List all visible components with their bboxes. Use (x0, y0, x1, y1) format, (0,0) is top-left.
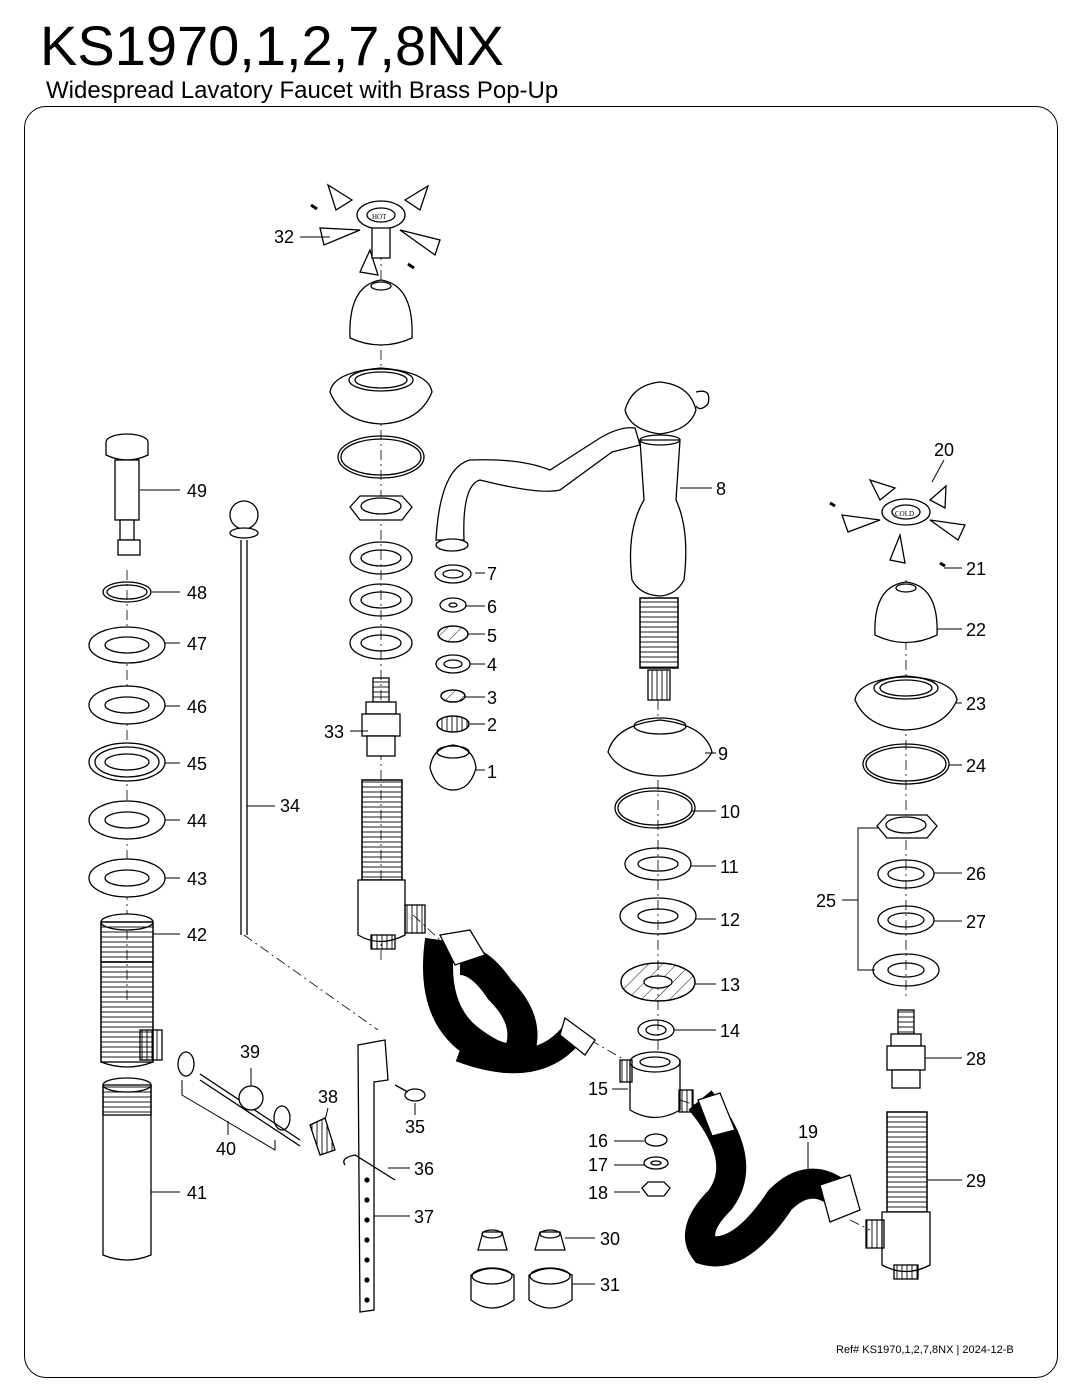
callout-16: 16 (588, 1131, 608, 1151)
callout-45: 45 (187, 754, 207, 774)
callout-21: 21 (966, 559, 986, 579)
callout-18: 18 (588, 1183, 608, 1203)
callout-27: 27 (966, 912, 986, 932)
callout-38: 38 (318, 1087, 338, 1107)
callout-42: 42 (187, 925, 207, 945)
callout-32: 32 (274, 227, 294, 247)
cold-mark: COLD (895, 510, 914, 518)
callout-40: 40 (216, 1139, 236, 1159)
callout-43: 43 (187, 869, 207, 889)
callout-numbers: 1 2 3 4 5 6 7 8 9 10 11 12 13 14 15 16 1… (187, 227, 986, 1295)
callout-46: 46 (187, 697, 207, 717)
callout-23: 23 (966, 694, 986, 714)
callout-15: 15 (588, 1079, 608, 1099)
callout-26: 26 (966, 864, 986, 884)
callout-13: 13 (720, 975, 740, 995)
callout-17: 17 (588, 1155, 608, 1175)
reference-number: Ref# KS1970,1,2,7,8NX | 2024-12-B (836, 1344, 1014, 1356)
callout-4: 4 (487, 655, 497, 675)
callout-12: 12 (720, 910, 740, 930)
callout-10: 10 (720, 802, 740, 822)
callout-24: 24 (966, 756, 986, 776)
callout-3: 3 (487, 688, 497, 708)
diagram-frame (24, 106, 1058, 1378)
left-cross-handle (310, 183, 441, 276)
callout-8: 8 (716, 479, 726, 499)
callout-31: 31 (600, 1275, 620, 1295)
callout-6: 6 (487, 597, 497, 617)
callout-44: 44 (187, 811, 207, 831)
callout-1: 1 (487, 762, 497, 782)
callout-33: 33 (324, 722, 344, 742)
callout-49: 49 (187, 481, 207, 501)
callout-28: 28 (966, 1049, 986, 1069)
callout-35: 35 (405, 1117, 425, 1137)
callout-37: 37 (414, 1207, 434, 1227)
callout-7: 7 (487, 564, 497, 584)
callout-41: 41 (187, 1183, 207, 1203)
callout-47: 47 (187, 634, 207, 654)
callout-30: 30 (600, 1229, 620, 1249)
callout-9: 9 (718, 744, 728, 764)
callout-36: 36 (414, 1159, 434, 1179)
callout-29: 29 (966, 1171, 986, 1191)
right-cross-handle (829, 478, 966, 568)
callout-5: 5 (487, 626, 497, 646)
callout-19: 19 (798, 1122, 818, 1142)
callout-39: 39 (240, 1042, 260, 1062)
callout-34: 34 (280, 796, 300, 816)
callout-48: 48 (187, 583, 207, 603)
page-title: KS1970,1,2,7,8NX (40, 14, 504, 77)
hot-mark: HOT (372, 213, 387, 221)
callout-20: 20 (934, 440, 954, 460)
callout-2: 2 (487, 715, 497, 735)
callout-14: 14 (720, 1021, 740, 1041)
callout-11: 11 (720, 857, 739, 877)
page-subtitle: Widespread Lavatory Faucet with Brass Po… (46, 77, 559, 104)
callout-25: 25 (816, 891, 836, 911)
callout-22: 22 (966, 620, 986, 640)
